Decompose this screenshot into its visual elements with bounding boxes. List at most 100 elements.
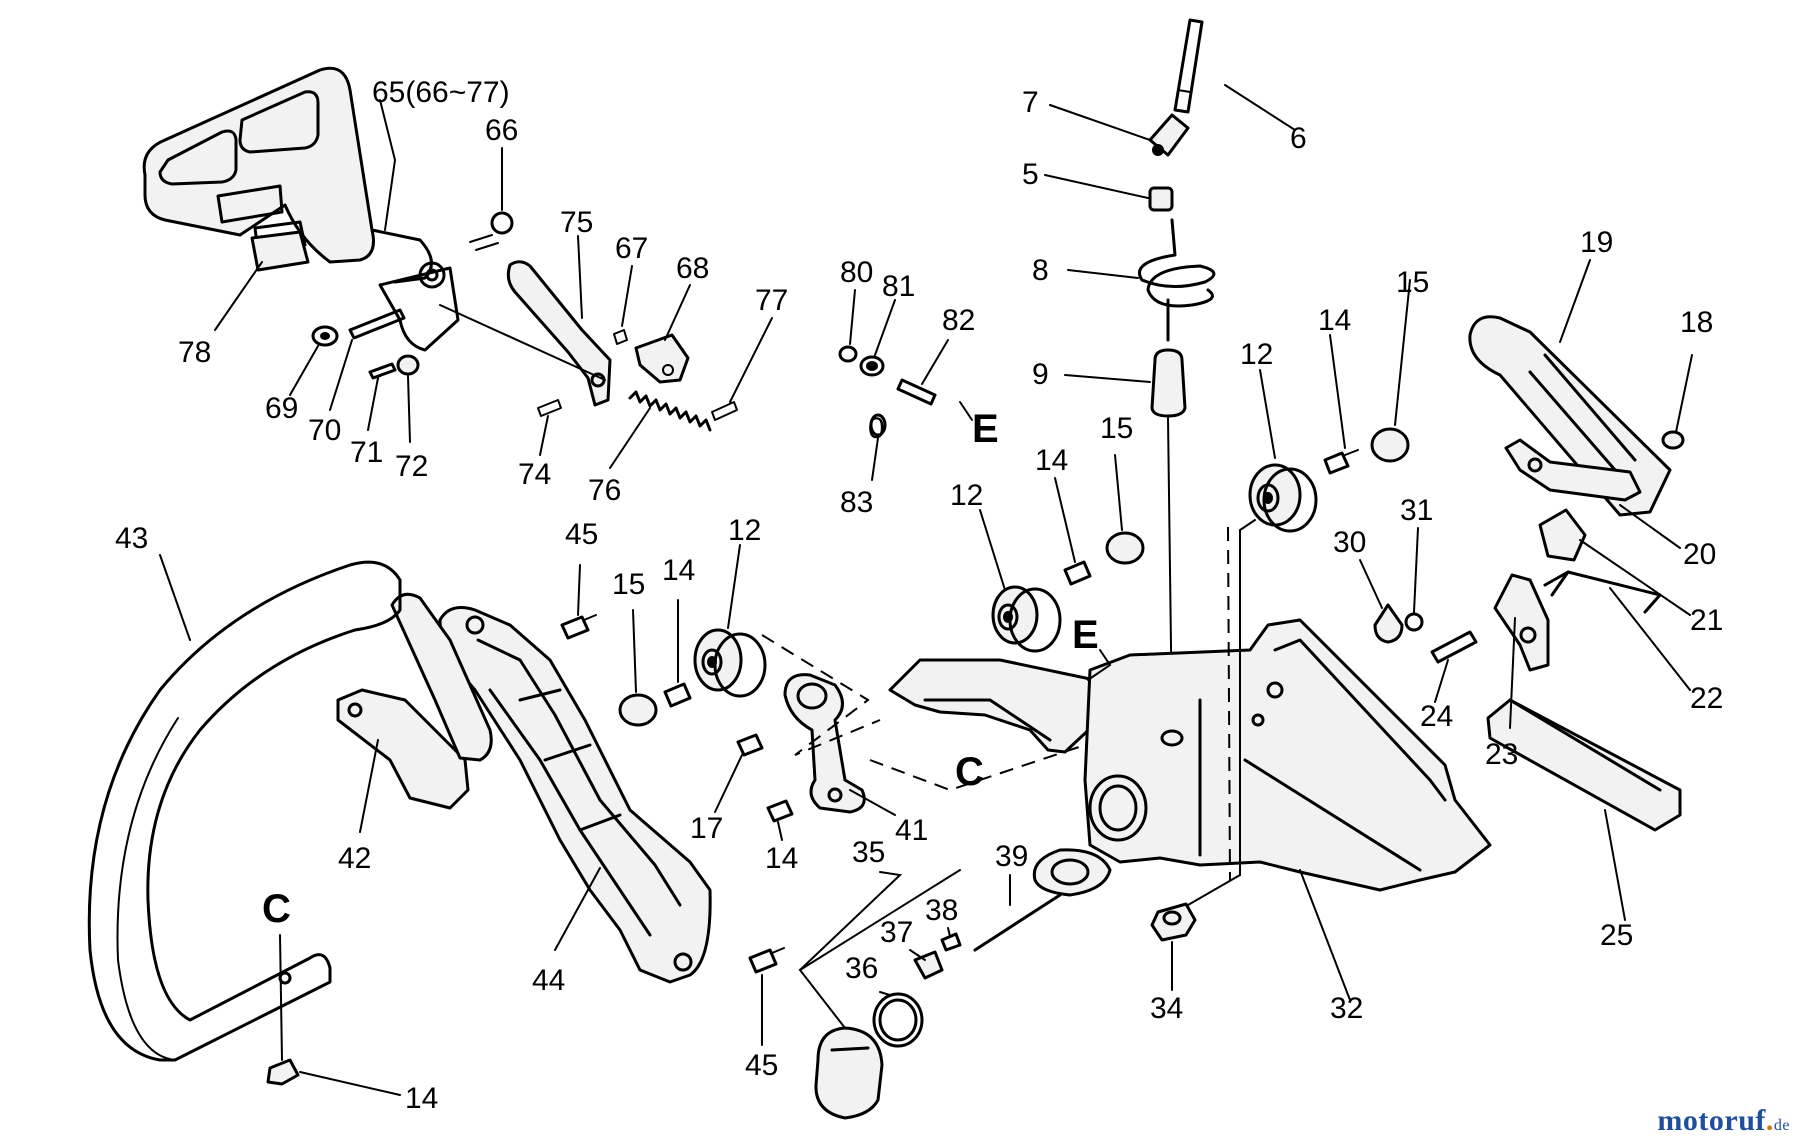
leader-72 <box>407 375 411 443</box>
label-69: 69 <box>265 392 298 425</box>
pin-part-70 <box>348 308 406 340</box>
label-ref-e-upper: E <box>972 407 999 451</box>
side-handle-part-44 <box>438 606 712 984</box>
label-41: 41 <box>895 814 928 847</box>
washer-part-81 <box>859 355 885 377</box>
label-ref-c-center: C <box>955 750 984 794</box>
watermark-logo: motoruf.de <box>1657 1104 1790 1138</box>
leader-76 <box>609 407 651 469</box>
label-20: 20 <box>1683 538 1716 571</box>
label-81: 81 <box>882 270 915 303</box>
label-5: 5 <box>1022 158 1039 191</box>
label-74: 74 <box>518 458 551 491</box>
leader-8 <box>1067 269 1139 279</box>
label-78: 78 <box>178 336 211 369</box>
pin-part-24 <box>1430 630 1478 664</box>
label-15-right: 15 <box>1396 266 1429 299</box>
label-42: 42 <box>338 842 371 875</box>
label-72: 72 <box>395 450 428 483</box>
pawl-part-21 <box>1538 508 1587 562</box>
collar-part-31 <box>1404 612 1424 632</box>
collar-part-72 <box>396 354 420 376</box>
leader-23 <box>1509 617 1516 729</box>
hand-guard-part-65 <box>142 66 460 352</box>
leader-e-upper <box>959 401 973 421</box>
label-14-bottom: 14 <box>405 1082 438 1115</box>
cap-part-15-center <box>1105 531 1145 565</box>
nut-part-69 <box>311 325 339 347</box>
screw-part-14-left <box>663 682 692 708</box>
av-mount-part-12-right <box>1248 463 1318 533</box>
screw-part-14-lower <box>766 799 794 823</box>
plug-part-34 <box>1150 902 1197 942</box>
cap-part-30 <box>1373 603 1404 644</box>
pin-part-74 <box>537 399 562 417</box>
assembly-line-center <box>869 744 1086 792</box>
label-22: 22 <box>1690 682 1723 715</box>
label-14-center: 14 <box>1035 444 1068 477</box>
label-17: 17 <box>690 812 723 845</box>
brake-lever-part-75 <box>506 260 612 407</box>
leader-9 <box>1064 374 1151 383</box>
label-35: 35 <box>852 836 885 869</box>
pin-part-77 <box>711 401 738 421</box>
cap-part-15-left <box>618 693 658 727</box>
handle-bracket-part-41 <box>783 673 866 814</box>
bolt-part-45-upper <box>560 614 597 640</box>
label-23: 23 <box>1485 738 1518 771</box>
label-7: 7 <box>1022 86 1039 119</box>
leader-69 <box>289 345 319 396</box>
leader-42 <box>359 739 379 833</box>
leader-70 <box>329 339 353 411</box>
oring-part-36 <box>872 992 924 1048</box>
label-30: 30 <box>1333 526 1366 559</box>
bar-cover-part-25 <box>1486 698 1682 832</box>
spring-cover-part-78 <box>250 230 310 272</box>
leader-7 <box>1049 104 1151 141</box>
leader-assembly-axis <box>439 304 606 381</box>
label-8: 8 <box>1032 254 1049 287</box>
label-14-lower: 14 <box>765 842 798 875</box>
leader-15-center <box>1114 454 1123 531</box>
leader-43 <box>159 554 191 641</box>
fuel-filter-part-9 <box>1150 348 1187 418</box>
lever-part-23 <box>1493 573 1550 672</box>
bolt-part-45-lower <box>748 947 785 974</box>
label-39: 39 <box>995 840 1028 873</box>
latch-part-68 <box>634 333 690 384</box>
label-32: 32 <box>1330 992 1363 1025</box>
leader-77 <box>729 317 773 403</box>
label-15-center: 15 <box>1100 412 1133 445</box>
leader-37 <box>909 949 926 961</box>
leader-14-right <box>1329 334 1346 449</box>
screw-part-38 <box>940 932 962 952</box>
label-44: 44 <box>532 964 565 997</box>
leader-17 <box>714 754 743 813</box>
leader-12-center <box>979 509 1006 591</box>
pin-part-67 <box>613 329 628 345</box>
fuel-hose-part-8 <box>1138 218 1216 342</box>
av-mount-part-12-center <box>991 585 1062 653</box>
label-14-right: 14 <box>1318 304 1351 337</box>
cap-part-15-right <box>1370 427 1410 463</box>
watermark-dot: . <box>1765 1104 1774 1137</box>
label-18: 18 <box>1680 306 1713 339</box>
bolt-part-18 <box>1661 430 1685 450</box>
leader-74 <box>539 415 549 456</box>
leader-14-bottom <box>299 1071 401 1096</box>
leader-24 <box>1434 659 1449 703</box>
label-67: 67 <box>615 232 648 265</box>
leader-44 <box>554 867 601 951</box>
label-83: 83 <box>840 486 873 519</box>
label-70: 70 <box>308 414 341 447</box>
label-82: 82 <box>942 304 975 337</box>
leader-71 <box>367 377 379 431</box>
label-24: 24 <box>1420 700 1453 733</box>
leader-36 <box>879 991 891 996</box>
label-45-upper: 45 <box>565 518 598 551</box>
label-ref-e-lower: E <box>1072 613 1099 657</box>
label-12-center: 12 <box>950 479 983 512</box>
bolt-part-66 <box>469 211 514 251</box>
leader-19 <box>1559 259 1591 343</box>
